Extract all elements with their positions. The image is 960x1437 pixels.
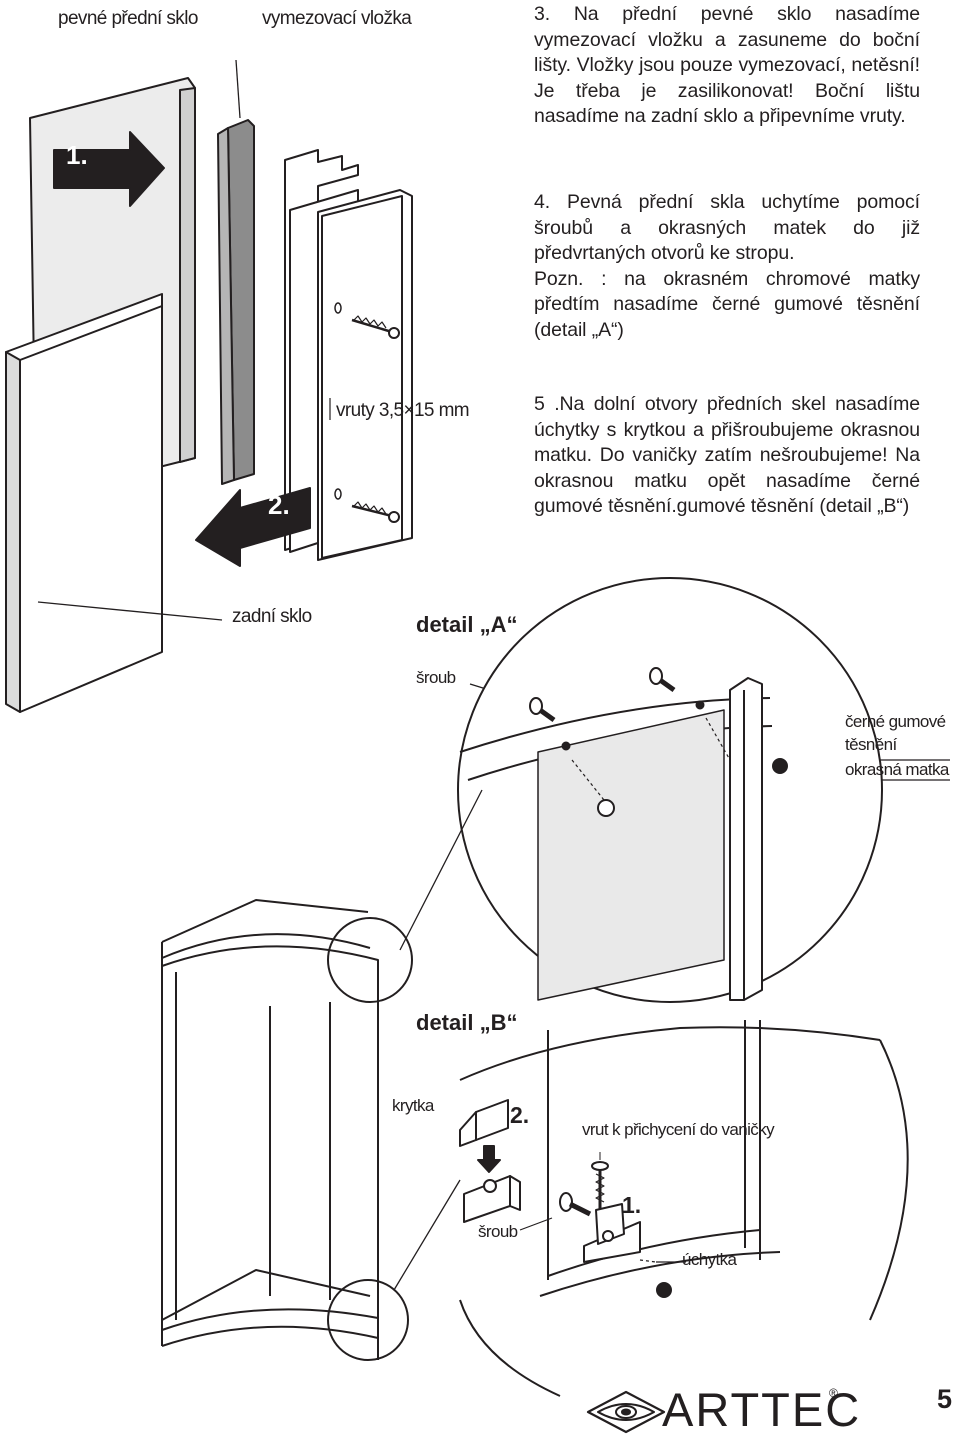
label-spacer: vymezovací vložka xyxy=(262,8,412,29)
screw-upper-icon xyxy=(334,302,400,339)
label-screw-a: šroub xyxy=(416,668,456,687)
registered-mark: ® xyxy=(829,1386,838,1400)
screw-b-icon xyxy=(519,1192,592,1231)
label-seal-line1: černé gumové xyxy=(845,712,946,731)
down-arrow-icon xyxy=(477,1145,501,1173)
arrow-1-icon xyxy=(53,131,165,207)
label-front-glass: pevné přední sklo xyxy=(58,8,198,29)
brand-name: ARTTEC xyxy=(662,1383,862,1436)
marker-arrow-1: 1. xyxy=(66,140,88,170)
screw-lower-icon xyxy=(334,488,400,523)
label-seal-line2: těsnění xyxy=(845,735,897,754)
detail-a-circle xyxy=(399,577,883,1003)
arttec-logo-icon xyxy=(586,1390,666,1434)
label-screw-b: šroub xyxy=(478,1222,518,1241)
cap-icon xyxy=(459,1099,509,1147)
side-profile xyxy=(284,149,413,561)
marker-arrow-2: 2. xyxy=(268,490,290,520)
marker-detail-b-2: 2. xyxy=(510,1102,530,1128)
instruction-step-4: 4. Pevná přední skla uchytíme pomocí šro… xyxy=(534,191,920,341)
arrow-2-icon xyxy=(195,487,311,567)
decorative-nut-icon xyxy=(597,758,788,817)
screw-a-icon xyxy=(529,667,676,723)
label-clip: úchytka xyxy=(682,1250,737,1269)
label-back-glass: zadní sklo xyxy=(232,606,312,627)
instruction-step-3: 3. Na přední pevné sklo nasadíme vymezov… xyxy=(534,3,920,127)
label-screws: vruty 3,5×15 mm xyxy=(336,400,470,421)
label-cap: krytka xyxy=(392,1096,434,1115)
label-tray-screw: vrut k přichycení do vaničky xyxy=(582,1120,775,1139)
nut-b-icon xyxy=(656,1282,672,1298)
back-glass-panel xyxy=(5,293,163,713)
tray-screw-icon xyxy=(591,1152,609,1210)
detail-b-circle xyxy=(459,1020,909,1397)
shower-cabin xyxy=(161,899,379,1360)
detail-a-title: detail „A“ xyxy=(416,612,518,637)
detail-b-title: detail „B“ xyxy=(416,1010,518,1035)
instruction-step-5: 5 .Na dolní otvory předních skel nasadím… xyxy=(534,393,920,517)
marker-detail-b-1: 1. xyxy=(622,1192,642,1218)
page-number: 5 xyxy=(937,1384,953,1414)
label-nut: okrasná matka xyxy=(845,760,949,779)
clip-left-icon xyxy=(463,1175,521,1223)
clip-right-icon xyxy=(583,1203,641,1263)
spacer-strip xyxy=(217,59,255,485)
